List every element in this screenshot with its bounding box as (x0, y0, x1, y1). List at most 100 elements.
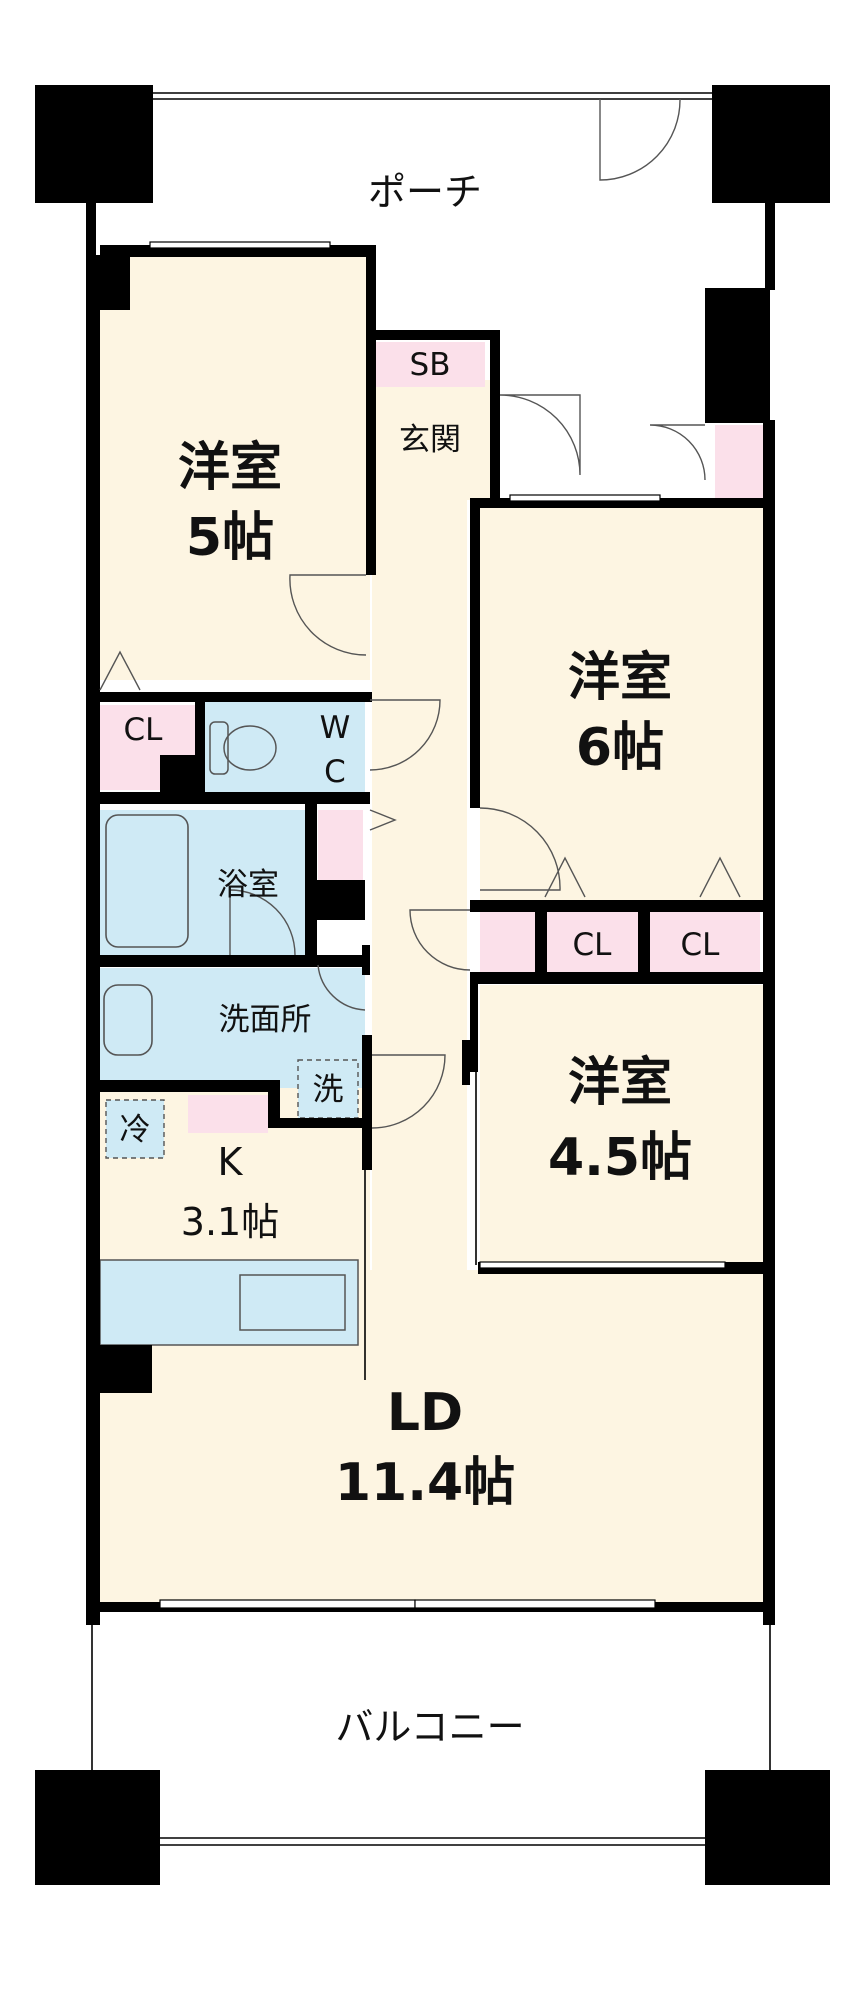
closet-room6-marker-b (699, 856, 741, 898)
washroom-step (268, 1080, 280, 1125)
porch-right-wall (765, 200, 775, 290)
windows (149, 241, 726, 1609)
room45-name: 洋室 (568, 1053, 672, 1113)
door-swings (99, 98, 741, 1129)
pillar-bottom-left (35, 1770, 160, 1885)
window-room45 (479, 1261, 726, 1269)
entrance-top-wall (372, 330, 500, 340)
closet-room5-label: CL (124, 712, 164, 748)
pillar-bottom-right (705, 1770, 830, 1885)
wc-left-wall (195, 692, 205, 802)
entrance-door-swing (499, 394, 581, 476)
closet-room6-marker-a (544, 856, 586, 898)
room6-door-swing (479, 807, 561, 891)
balcony-label: バルコニー (335, 1705, 524, 1749)
hall-storage-door-swing (409, 909, 471, 971)
pillar-kitchen (90, 1345, 152, 1393)
porch-closet-door-swing (649, 424, 706, 481)
closet-hall-area (480, 910, 535, 975)
western-room-4-5-area (480, 985, 763, 1270)
closet-room6-b-area (650, 910, 760, 975)
hall-right-stub (462, 1040, 470, 1085)
bath-door-swing (229, 889, 296, 956)
bath-label: 浴室 (217, 867, 279, 903)
wc-door-swing (369, 699, 441, 771)
room5-right-wall (366, 245, 376, 575)
wc-w-label: W (320, 710, 351, 746)
outer-right-wall (763, 420, 775, 1625)
washroom-door-swing (371, 1054, 446, 1129)
room5-door-swing (289, 574, 367, 656)
toilet-bowl (223, 725, 277, 771)
pillar-right-mid (705, 288, 770, 423)
entrance-area (372, 380, 490, 500)
washroom-right-wall (362, 945, 370, 975)
sink-basin (239, 1274, 346, 1331)
closet-divider-2 (638, 900, 650, 980)
fridge-label: 冷 (120, 1112, 151, 1148)
room6-left-wall (470, 498, 480, 808)
washroom-bottom-wall (100, 1080, 280, 1092)
window-room5 (149, 241, 331, 249)
closet-room6-a-label: CL (573, 927, 613, 963)
closet-bottom-wall (470, 972, 770, 984)
fridge-space (105, 1099, 165, 1159)
shoe-box-area (375, 342, 485, 387)
room5-size: 5帖 (186, 508, 274, 568)
kitchen-stub (362, 1035, 372, 1170)
kitchen-name: K (218, 1140, 244, 1184)
closet-porch-area (715, 425, 763, 500)
labels: ポーチ SB 玄関 洋室 5帖 洋室 6帖 CL CL CL W C 浴室 洗面… (120, 170, 721, 1749)
room6-size: 6帖 (576, 718, 664, 778)
hallway-area (372, 500, 467, 1300)
closet-divider-1 (535, 900, 547, 980)
sb-label: SB (410, 347, 451, 383)
cl-bottom-wall (160, 755, 205, 800)
room45-left-wall (470, 972, 478, 1072)
bathtub (105, 814, 189, 948)
room45-size: 4.5帖 (548, 1128, 692, 1188)
wc-c-label: C (324, 754, 346, 790)
corridor-top-wall (470, 498, 770, 508)
window-ld-2 (414, 1599, 656, 1609)
wc-bottom-wall (100, 792, 370, 804)
washroom-bottom-wall-2 (268, 1118, 370, 1128)
ld-name: LD (387, 1383, 463, 1443)
closet-room5-marker (99, 650, 141, 691)
western-room-6-area (480, 505, 763, 900)
kitchen-size: 3.1帖 (181, 1200, 279, 1244)
genkan-label: 玄関 (399, 422, 461, 458)
wc-area (205, 700, 365, 795)
bath-right-wall (305, 800, 317, 962)
room6-bottom-wall (470, 900, 770, 912)
porch-label: ポーチ (368, 170, 482, 214)
washroom-label: 洗面所 (219, 1002, 312, 1038)
window-room6 (509, 494, 661, 502)
storage-kitchen-area (188, 1095, 268, 1133)
walls (35, 85, 830, 1885)
bath-bottom-wall (100, 955, 370, 967)
wash-basin (103, 984, 153, 1056)
pillar-top-left (35, 85, 153, 203)
washer-label: 洗 (313, 1072, 344, 1108)
bathroom-area (100, 810, 305, 955)
bath-storage-block (315, 880, 365, 920)
western-room-5-area (100, 255, 370, 680)
kitchen-counter (99, 1259, 359, 1346)
room5-bottom-wall (100, 692, 372, 702)
toilet-tank (209, 721, 229, 775)
porch-door-swing (599, 98, 681, 181)
room5-name: 洋室 (178, 438, 282, 498)
toilet (209, 721, 277, 775)
ld-size: 11.4帖 (335, 1453, 515, 1513)
entrance-right-wall (490, 330, 500, 500)
storage-bath-area (318, 810, 363, 885)
closet-room6-a-area (545, 910, 640, 975)
outer-left-wall (86, 255, 100, 1625)
closet-room6-b-label: CL (681, 927, 721, 963)
window-ld-1 (159, 1599, 416, 1609)
room-fills (99, 255, 763, 1610)
hall-storage-marker (369, 809, 397, 831)
room6-name: 洋室 (568, 648, 672, 708)
